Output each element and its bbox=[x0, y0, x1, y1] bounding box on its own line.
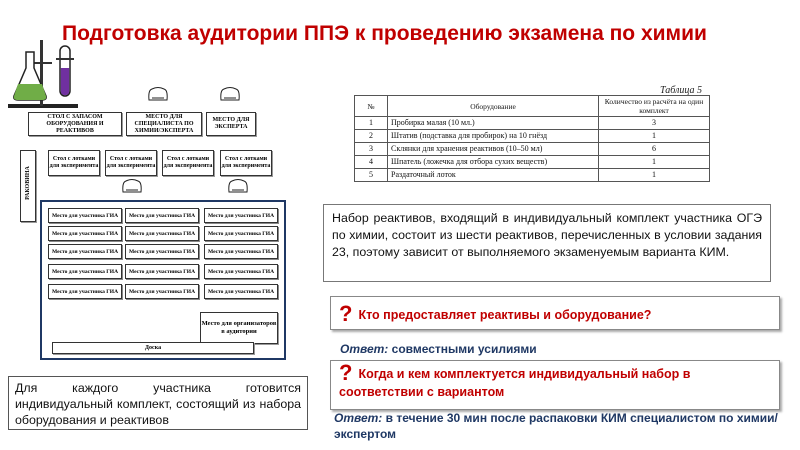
table-cell: 5 bbox=[354, 168, 388, 182]
table-cell: Шпатель (ложечка для отбора сухих вещест… bbox=[387, 155, 599, 169]
organizer-desk: Место для организаторов в аудитории bbox=[200, 312, 278, 344]
table-cell: Раздаточный лоток bbox=[387, 168, 599, 182]
table-cell: 1 bbox=[598, 155, 710, 169]
table-cell: 1 bbox=[598, 129, 710, 143]
tray-table: Стол с лотками для эксперимента bbox=[105, 150, 157, 176]
answer-label: Ответ: bbox=[340, 342, 389, 356]
table-row: 4 Шпатель (ложечка для отбора сухих веще… bbox=[354, 155, 710, 169]
participant-seat: Место для участника ГИА bbox=[125, 264, 199, 279]
question-mark-icon: ? bbox=[339, 301, 353, 326]
participant-seat: Место для участника ГИА bbox=[125, 284, 199, 299]
participant-seat: Место для участника ГИА bbox=[125, 208, 199, 223]
chemist-table: МЕСТО ДЛЯ СПЕЦИАЛИСТА ПО ХИМИИ/ЭКСПЕРТА bbox=[126, 112, 202, 136]
tray-table: Стол с лотками для эксперимента bbox=[162, 150, 214, 176]
sink: РАКОВИНА bbox=[20, 150, 36, 222]
question-1-box: ? Кто предоставляет реактивы и оборудован… bbox=[330, 296, 780, 330]
chair-icon bbox=[228, 179, 248, 193]
board: Доска bbox=[52, 342, 254, 354]
reagents-text-box: Набор реактивов, входящий в индивидуальн… bbox=[323, 204, 771, 282]
table-cell: 4 bbox=[354, 155, 388, 169]
participant-seat: Место для участника ГИА bbox=[204, 226, 278, 241]
table-cell: Штатив (подставка для пробирок) на 10 гн… bbox=[387, 129, 599, 143]
participant-seat: Место для участника ГИА bbox=[204, 244, 278, 259]
tray-table: Стол с лотками для эксперимента bbox=[48, 150, 100, 176]
participant-seat: Место для участника ГИА bbox=[125, 244, 199, 259]
question-2-text: Когда и кем комплектуется индивидуальный… bbox=[339, 367, 691, 399]
table-cell: 3 bbox=[354, 142, 388, 156]
slide-title: Подготовка аудитории ППЭ к проведению эк… bbox=[62, 22, 707, 45]
answer-2-text: в течение 30 мин после распаковки КИМ сп… bbox=[334, 411, 778, 441]
table-header: Количество из расчёта на один комплект bbox=[598, 95, 710, 117]
table-cell: 2 bbox=[354, 129, 388, 143]
classroom-outline bbox=[40, 200, 286, 360]
tray-table: Стол с лотками для эксперимента bbox=[220, 150, 272, 176]
answer-1: Ответ: совместными усилиями bbox=[340, 341, 537, 357]
table-cell: 1 bbox=[598, 168, 710, 182]
sink-label: РАКОВИНА bbox=[25, 166, 31, 200]
table-cell: 1 bbox=[354, 116, 388, 130]
kit-text-box: Для каждого участника готовится индивиду… bbox=[8, 376, 308, 430]
answer-label: Ответ: bbox=[334, 411, 383, 425]
participant-seat: Место для участника ГИА bbox=[48, 264, 122, 279]
question-2-box: ?Когда и кем комплектуется индивидуальны… bbox=[330, 360, 780, 410]
participant-seat: Место для участника ГИА bbox=[125, 226, 199, 241]
table-row: 2 Штатив (подставка для пробирок) на 10 … bbox=[354, 129, 710, 143]
participant-seat: Место для участника ГИА bbox=[204, 284, 278, 299]
table-row: 1 Пробирка малая (10 мл.) 3 bbox=[354, 116, 710, 130]
table-header: № bbox=[354, 95, 388, 117]
supply-table: СТОЛ С ЗАПАСОМ ОБОРУДОВАНИЯ И РЕАКТИВОВ bbox=[28, 112, 122, 136]
table-header: Оборудование bbox=[387, 95, 599, 117]
table-caption: Таблица 5 bbox=[660, 85, 702, 96]
question-1-text: Кто предоставляет реактивы и оборудовани… bbox=[358, 308, 652, 322]
chair-icon bbox=[148, 87, 168, 101]
table-cell: 6 bbox=[598, 142, 710, 156]
table-cell: 3 bbox=[598, 116, 710, 130]
table-row: 5 Раздаточный лоток 1 bbox=[354, 168, 710, 182]
table-row: 3 Склянки для хранения реактивов (10–50 … bbox=[354, 142, 710, 156]
table-cell: Склянки для хранения реактивов (10–50 мл… bbox=[387, 142, 599, 156]
chair-icon bbox=[220, 87, 240, 101]
participant-seat: Место для участника ГИА bbox=[48, 208, 122, 223]
answer-2: Ответ: в течение 30 мин после распаковки… bbox=[334, 410, 794, 442]
participant-seat: Место для участника ГИА bbox=[204, 208, 278, 223]
participant-seat: Место для участника ГИА bbox=[48, 244, 122, 259]
participant-seat: Место для участника ГИА bbox=[204, 264, 278, 279]
participant-seat: Место для участника ГИА bbox=[48, 284, 122, 299]
equipment-table: № Оборудование Количество из расчёта на … bbox=[354, 95, 710, 182]
table-cell: Пробирка малая (10 мл.) bbox=[387, 116, 599, 130]
question-mark-icon: ? bbox=[339, 360, 353, 385]
expert-table: МЕСТО ДЛЯ ЭКСПЕРТА bbox=[206, 112, 256, 136]
participant-seat: Место для участника ГИА bbox=[48, 226, 122, 241]
answer-1-text: совместными усилиями bbox=[391, 342, 537, 356]
chemistry-flask-icon bbox=[8, 40, 78, 108]
chair-icon bbox=[122, 179, 142, 193]
